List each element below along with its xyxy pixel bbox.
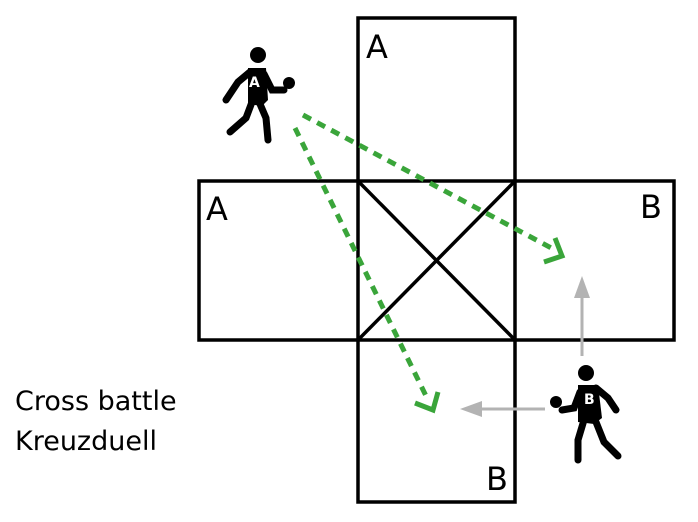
player-b-label: B (584, 392, 595, 408)
zone-label-left: A (206, 190, 228, 228)
arrowhead-icon (574, 276, 590, 298)
movement-arrows (460, 276, 590, 417)
player-b-icon: B (550, 365, 622, 464)
center-cross-line (356, 179, 517, 342)
arrowhead-icon (414, 391, 441, 414)
court-grid (197, 16, 676, 504)
horizontal-zone (197, 179, 676, 342)
zone-label-right: B (640, 188, 662, 226)
player-a-label: A (249, 75, 260, 91)
arrowhead-icon (460, 401, 482, 417)
arrowhead-icon (543, 237, 566, 265)
zone-label-top: A (366, 28, 388, 66)
shot-arrows (292, 112, 566, 414)
dashed-shot-arrow (292, 126, 431, 402)
caption-english: Cross battle (15, 386, 177, 417)
player-a-icon: A (222, 47, 295, 144)
caption-german: Kreuzduell (15, 426, 157, 457)
zone-label-bottom: B (486, 460, 508, 498)
